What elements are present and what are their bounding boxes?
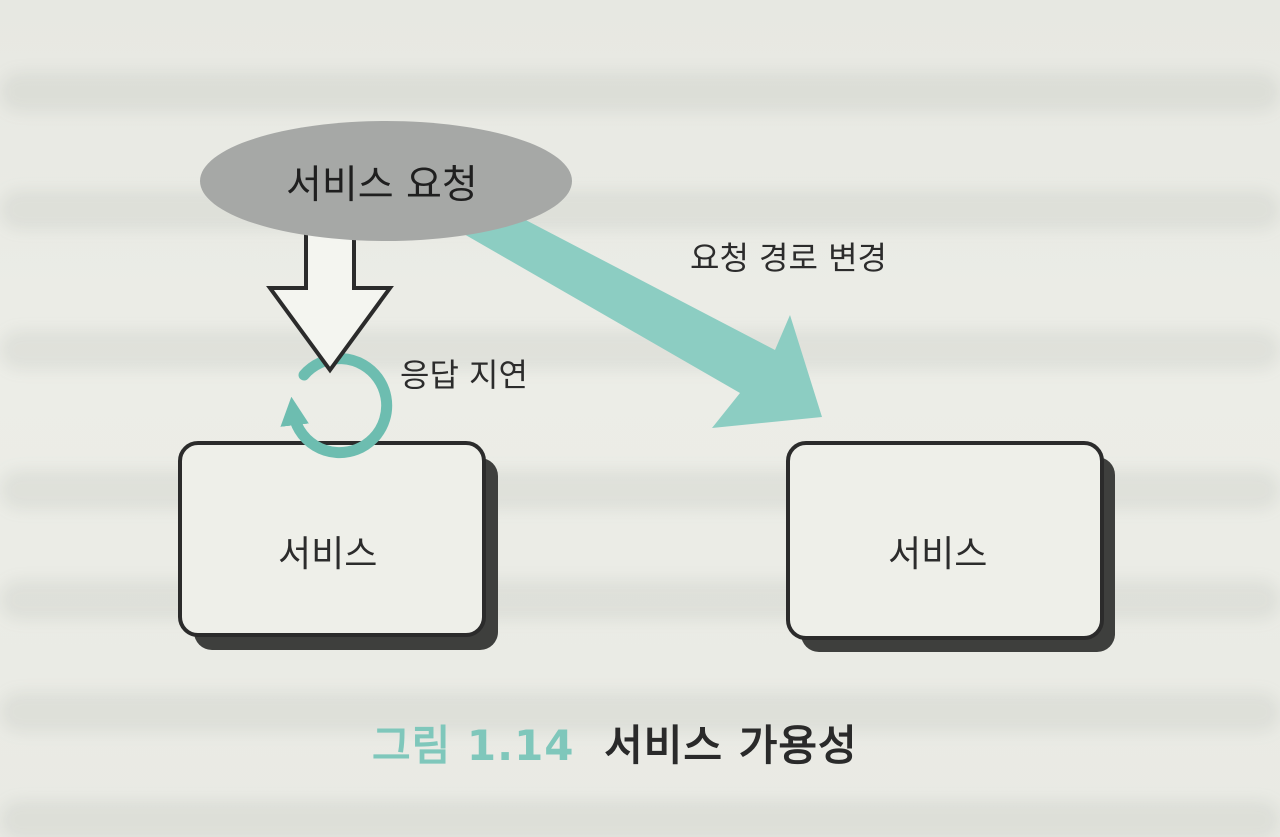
- service-request-label: 서비스 요청: [286, 163, 478, 208]
- left-service-box: [178, 441, 498, 650]
- bleed-through-line: [0, 800, 1280, 837]
- figure-title: 서비스 가용성: [604, 721, 858, 770]
- bleed-through-line: [0, 692, 1280, 732]
- bleed-through-line: [0, 330, 1280, 370]
- figure-caption: 그림 1.14 서비스 가용성: [372, 712, 858, 773]
- response-delay-loop-icon: [280, 353, 393, 459]
- right-service-box: [786, 441, 1115, 652]
- right-service-label: 서비스: [888, 534, 988, 575]
- left-service-label: 서비스: [278, 534, 378, 575]
- bleed-through-line: [0, 72, 1280, 112]
- service-request-ellipse: [200, 121, 572, 241]
- figure-number: 그림 1.14: [372, 721, 575, 770]
- reroute-label: 요청 경로 변경: [690, 239, 887, 277]
- reroute-arrow: [450, 216, 822, 428]
- response-delay-label: 응답 지연: [400, 356, 528, 394]
